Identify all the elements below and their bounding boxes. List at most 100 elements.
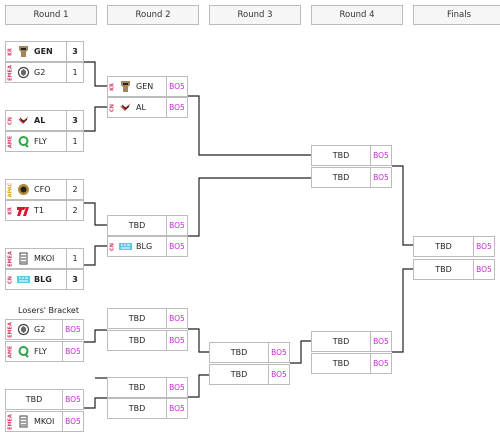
tbd-label: TBD bbox=[435, 265, 452, 274]
lb-r2-match2-team2[interactable]: TBD BO5 bbox=[107, 398, 188, 419]
r1-match3-team1[interactable]: APAC CFO 2 bbox=[5, 179, 84, 200]
team-name: T1 bbox=[34, 206, 44, 215]
region-tag: EMEA bbox=[7, 64, 14, 81]
best-of-label: BO5 bbox=[166, 331, 187, 350]
team-score: 3 bbox=[66, 42, 83, 61]
r3-team1[interactable]: TBD BO5 bbox=[209, 342, 290, 363]
team-name: GEN bbox=[136, 82, 154, 91]
g2-logo-icon bbox=[17, 323, 30, 336]
g2-logo-icon bbox=[17, 66, 30, 79]
region-tag: KR bbox=[7, 47, 14, 56]
finals-team2[interactable]: TBD BO5 bbox=[413, 259, 495, 280]
tbd-label: TBD bbox=[435, 242, 452, 251]
r1-match2-team1[interactable]: CN AL 3 bbox=[5, 110, 84, 131]
team-name: G2 bbox=[34, 325, 46, 334]
lb-r1b-mkoi[interactable]: EMEA MKOI BO5 bbox=[5, 411, 84, 432]
finals-team1[interactable]: TBD BO5 bbox=[413, 236, 495, 257]
header-round-4: Round 4 bbox=[311, 5, 403, 25]
team-name: AL bbox=[136, 103, 146, 112]
best-of-label: BO5 bbox=[268, 365, 289, 384]
r4-lower-team1[interactable]: TBD BO5 bbox=[311, 331, 392, 352]
best-of-label: BO5 bbox=[166, 216, 187, 235]
team-score: 3 bbox=[66, 270, 83, 289]
best-of-label: BO5 bbox=[370, 354, 391, 373]
team-name: FLY bbox=[34, 137, 47, 146]
region-tag: AME bbox=[7, 345, 14, 358]
header-round-1: Round 1 bbox=[5, 5, 97, 25]
best-of-label: BO5 bbox=[62, 390, 83, 409]
lb-r1-team2[interactable]: AME FLY BO5 bbox=[5, 341, 84, 362]
best-of-label: BO5 bbox=[268, 343, 289, 362]
r1-match1-team1[interactable]: KR GEN 3 bbox=[5, 41, 84, 62]
lb-r1b-tbd[interactable]: TBD BO5 bbox=[5, 389, 84, 410]
cfo-logo-icon bbox=[18, 184, 29, 195]
lb-r1-team1[interactable]: EMEA G2 BO5 bbox=[5, 319, 84, 340]
tbd-label: TBD bbox=[332, 337, 350, 346]
tbd-label: TBD bbox=[128, 221, 146, 230]
best-of-label: BO5 bbox=[62, 342, 83, 361]
r1-match1-team2[interactable]: EMEA G2 1 bbox=[5, 62, 84, 83]
t1-logo-icon bbox=[17, 207, 29, 216]
region-tag: EMEA bbox=[7, 250, 14, 267]
r2-match1-team2[interactable]: CN AL BO5 bbox=[107, 97, 188, 118]
blg-logo-icon bbox=[17, 276, 30, 283]
r1-match3-team2[interactable]: KR T1 2 bbox=[5, 200, 84, 221]
lb-r2-match1-team1[interactable]: TBD BO5 bbox=[107, 308, 188, 329]
r4-upper-team1[interactable]: TBD BO5 bbox=[311, 145, 392, 166]
r1-match2-team2[interactable]: AME FLY 1 bbox=[5, 131, 84, 152]
lb-r2-match2-team1[interactable]: TBD BO5 bbox=[107, 377, 188, 398]
tbd-label: TBD bbox=[332, 359, 350, 368]
r3-team2[interactable]: TBD BO5 bbox=[209, 364, 290, 385]
best-of-label: BO5 bbox=[473, 260, 494, 279]
team-score: 2 bbox=[66, 180, 83, 199]
best-of-label: BO5 bbox=[473, 237, 494, 256]
team-name: CFO bbox=[34, 185, 51, 194]
team-name: FLY bbox=[34, 347, 47, 356]
r2-match1-team1[interactable]: KR GEN BO5 bbox=[107, 76, 188, 97]
best-of-label: BO5 bbox=[166, 98, 187, 117]
gen-logo-icon bbox=[19, 46, 28, 57]
r1-match4-team1[interactable]: EMEA MKOI 1 bbox=[5, 248, 84, 269]
tbd-label: TBD bbox=[128, 336, 146, 345]
best-of-label: BO5 bbox=[166, 309, 187, 328]
team-name: MKOI bbox=[34, 254, 55, 263]
region-tag: CN bbox=[7, 275, 14, 284]
best-of-label: BO5 bbox=[166, 237, 187, 256]
tbd-label: TBD bbox=[230, 348, 248, 357]
best-of-label: BO5 bbox=[166, 399, 187, 418]
region-tag: CN bbox=[7, 116, 14, 125]
header-finals: Finals bbox=[413, 5, 500, 25]
r2-match2-team2[interactable]: CN BLG BO5 bbox=[107, 236, 188, 257]
tbd-label: TBD bbox=[332, 151, 350, 160]
gen-logo-icon bbox=[121, 81, 130, 92]
team-score: 1 bbox=[66, 249, 83, 268]
region-tag: EMEA bbox=[7, 413, 14, 430]
best-of-label: BO5 bbox=[370, 332, 391, 351]
tbd-label: TBD bbox=[25, 395, 43, 404]
best-of-label: BO5 bbox=[370, 146, 391, 165]
team-name: MKOI bbox=[34, 417, 55, 426]
region-tag: AME bbox=[7, 135, 14, 148]
best-of-label: BO5 bbox=[370, 168, 391, 187]
r4-lower-team2[interactable]: TBD BO5 bbox=[311, 353, 392, 374]
r1-match4-team2[interactable]: CN BLG 3 bbox=[5, 269, 84, 290]
mkoi-logo-icon bbox=[19, 252, 28, 265]
fly-logo-icon bbox=[18, 346, 29, 358]
lb-r2-match1-team2[interactable]: TBD BO5 bbox=[107, 330, 188, 351]
tbd-label: TBD bbox=[230, 370, 248, 379]
r4-upper-team2[interactable]: TBD BO5 bbox=[311, 167, 392, 188]
region-tag: CN bbox=[109, 103, 116, 112]
mkoi-logo-icon bbox=[19, 415, 28, 428]
team-score: 2 bbox=[66, 201, 83, 220]
region-tag: CN bbox=[109, 242, 116, 251]
losers-bracket-label: Losers' Bracket bbox=[18, 306, 79, 315]
r2-match2-team1[interactable]: TBD BO5 bbox=[107, 215, 188, 236]
header-round-3: Round 3 bbox=[209, 5, 301, 25]
team-score: 3 bbox=[66, 111, 83, 130]
tbd-label: TBD bbox=[128, 383, 146, 392]
best-of-label: BO5 bbox=[62, 412, 83, 431]
team-score: 1 bbox=[66, 63, 83, 82]
team-name: GEN bbox=[34, 47, 53, 56]
region-tag: APAC bbox=[7, 182, 14, 197]
